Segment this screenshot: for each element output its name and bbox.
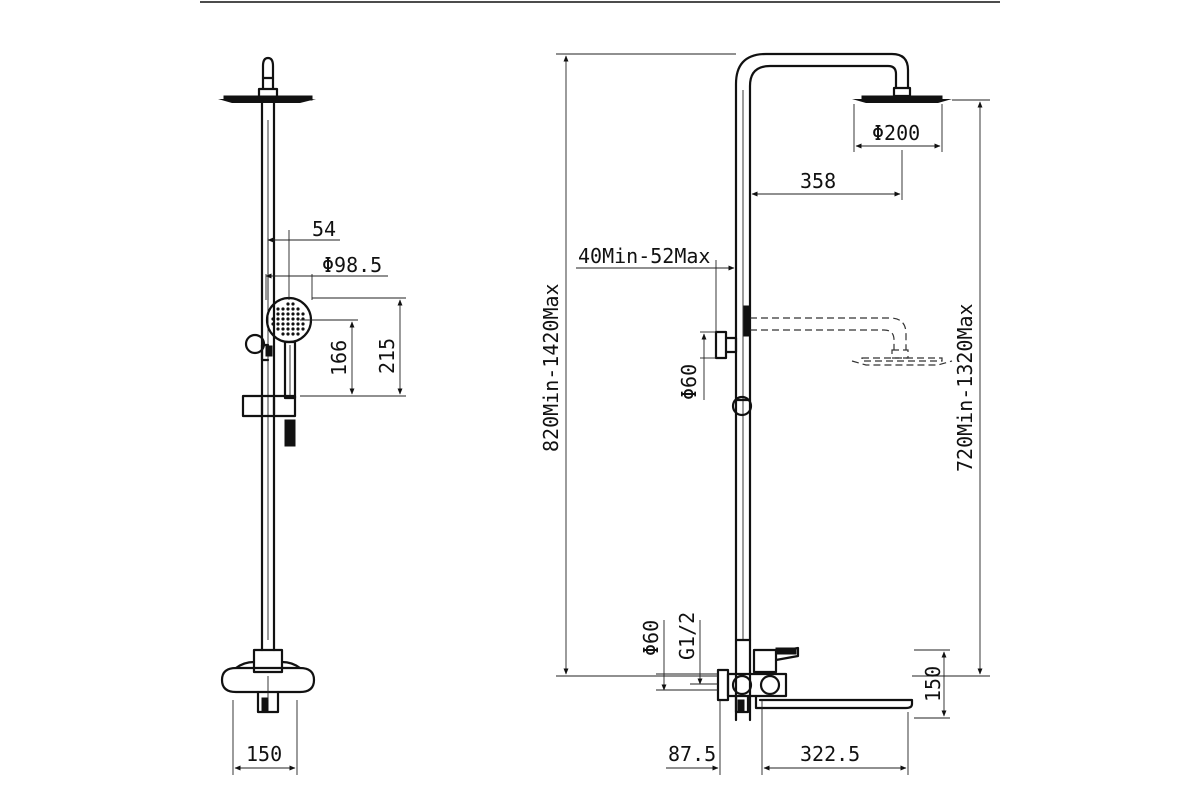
dim-escutcheon-diameter: Φ60	[639, 620, 663, 656]
nozzle-dot	[291, 332, 295, 336]
right-mixer	[716, 646, 914, 714]
right-view: Φ200 358 40Min-52Max Φ60 820Min-1420Max …	[539, 52, 990, 775]
right-dimension-lines	[556, 53, 990, 775]
left-dimension-lines	[232, 230, 406, 775]
nozzle-dot	[276, 317, 280, 321]
nozzle-dot	[281, 307, 285, 311]
nozzle-dot	[281, 327, 285, 331]
hand-shower-nozzles	[271, 302, 305, 336]
nozzle-dot	[296, 327, 300, 331]
nozzle-dot	[286, 302, 290, 306]
left-hose	[284, 419, 296, 447]
nozzle-dot	[286, 327, 290, 331]
nozzle-dot	[286, 312, 290, 316]
nozzle-dot	[276, 327, 280, 331]
nozzle-dot	[276, 307, 280, 311]
nozzle-dot	[271, 322, 275, 326]
dim-wall-clearance: 40Min-52Max	[578, 244, 710, 268]
nozzle-dot	[281, 322, 285, 326]
right-holder-knob	[731, 395, 753, 417]
left-view: 54 Φ98.5 166 215 150	[218, 56, 406, 775]
nozzle-dot	[291, 322, 295, 326]
nozzle-dot	[291, 317, 295, 321]
dim-mixer-width: 150	[246, 742, 282, 766]
right-wall-bracket	[714, 330, 738, 360]
left-mixer	[220, 648, 316, 714]
nozzle-dot	[291, 312, 295, 316]
dim-arm-reach: 358	[800, 169, 836, 193]
left-slide-holder	[241, 394, 297, 418]
nozzle-dot	[291, 302, 295, 306]
dim-total-height: 820Min-1420Max	[539, 283, 563, 452]
left-overhead-shower	[218, 56, 316, 103]
nozzle-dot	[286, 322, 290, 326]
nozzle-dot	[301, 327, 305, 331]
left-hand-shower	[244, 296, 313, 400]
nozzle-dot	[291, 307, 295, 311]
dim-inlet-thread: G1/2	[675, 612, 699, 660]
nozzle-dot	[291, 327, 295, 331]
right-rail-and-arm	[734, 52, 910, 722]
nozzle-dot	[286, 332, 290, 336]
dim-inlet-depth: 87.5	[668, 742, 716, 766]
nozzle-dot	[301, 322, 305, 326]
dim-holder-height-small: 166	[327, 340, 351, 376]
nozzle-dot	[281, 312, 285, 316]
dim-handshower-offset: 54	[312, 217, 336, 241]
nozzle-dot	[286, 317, 290, 321]
right-overhead-shower	[852, 86, 952, 103]
nozzle-dot	[281, 317, 285, 321]
nozzle-dot	[296, 307, 300, 311]
dim-overhead-diameter: Φ200	[872, 121, 920, 145]
dim-rail-height: 720Min-1320Max	[953, 303, 977, 472]
dim-handshower-diameter: Φ98.5	[322, 253, 382, 277]
nozzle-dot	[296, 312, 300, 316]
nozzle-dot	[271, 317, 275, 321]
nozzle-dot	[296, 332, 300, 336]
dim-holder-height-large: 215	[375, 338, 399, 374]
right-lowered-position-outline	[743, 305, 953, 366]
nozzle-dot	[296, 317, 300, 321]
nozzle-dot	[296, 322, 300, 326]
left-rail	[260, 98, 276, 652]
nozzle-dot	[276, 322, 280, 326]
nozzle-dot	[301, 312, 305, 316]
nozzle-dot	[286, 307, 290, 311]
nozzle-dot	[281, 332, 285, 336]
nozzle-dot	[276, 312, 280, 316]
dim-mixer-height: 150	[921, 666, 945, 702]
dim-bracket-diameter: Φ60	[677, 364, 701, 400]
dim-spout-length: 322.5	[800, 742, 860, 766]
